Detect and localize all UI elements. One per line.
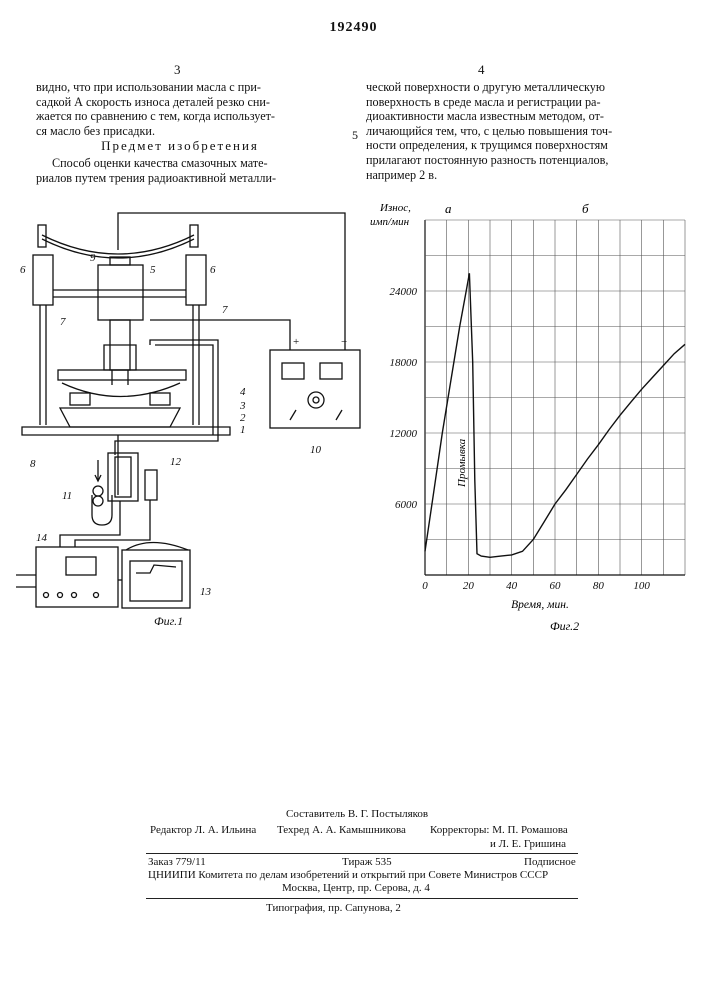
x-tick-label: 80 <box>593 580 605 592</box>
fig1-label-6b: 6 <box>210 264 216 276</box>
left-column-text: видно, что при использовании масла с при… <box>36 80 342 138</box>
fig1-label-3: 3 <box>239 400 246 412</box>
right-column-text: ческой поверхности о другую металлическу… <box>366 80 678 182</box>
column-6-left <box>33 255 53 305</box>
x-tick-label: 0 <box>422 580 428 592</box>
rotated-annotation: Промывка <box>456 438 468 488</box>
figure-2-caption: Фиг.2 <box>550 619 579 633</box>
wire-top <box>118 213 345 350</box>
text-line: личающийся тем, что, с целью повышения т… <box>366 124 678 139</box>
base-plate-8 <box>22 427 230 435</box>
chart-ylabel: Износ, <box>379 202 411 214</box>
power-supply-10 <box>270 350 360 428</box>
credit-tirazh: Тираж 535 <box>342 856 392 870</box>
fig1-label-13: 13 <box>200 586 212 598</box>
fig1-label-6a: 6 <box>20 264 26 276</box>
table-4 <box>58 370 186 380</box>
x-tick-label: 60 <box>550 580 562 592</box>
text-line: поверхность в среде масла и регистрации … <box>366 95 678 110</box>
x-tick-label: 100 <box>633 580 650 592</box>
recorder-13 <box>122 550 190 608</box>
figure-2-chart: 0 20 40 60 80 100 6000 12000 18000 24000 Износ, … <box>370 195 700 645</box>
margin-line-number: 5 <box>352 128 358 143</box>
x-tick-label: 20 <box>463 580 475 592</box>
phase-a-label: а <box>445 201 452 216</box>
text-line: ся масло без присадки. <box>36 124 342 139</box>
detector-12 <box>108 453 138 501</box>
fig1-label-7a: 7 <box>60 316 66 328</box>
fig1-minus: − <box>341 336 347 348</box>
fig1-label-1: 1 <box>240 424 246 436</box>
fig1-plus: + <box>293 336 299 348</box>
credit-organization: ЦНИИПИ Комитета по делам изобретений и о… <box>148 869 548 883</box>
y-tick-label: 12000 <box>390 428 418 440</box>
text-line: прилагают постоянную разность потенциало… <box>366 153 678 168</box>
fig1-label-11: 11 <box>62 490 72 502</box>
credit-corrector2: и Л. Е. Гришина <box>490 838 566 852</box>
fig1-label-8: 8 <box>30 458 36 470</box>
fig1-label-9: 9 <box>90 252 96 264</box>
text-line: Способ оценки качества смазочных мате- <box>36 156 342 171</box>
section-heading: Предмет изобретения <box>70 138 290 154</box>
credit-techred: Техред А. А. Камышникова <box>277 824 406 838</box>
column-number-right: 4 <box>478 62 485 78</box>
text-line: садкой А скорость износа деталей резко с… <box>36 95 342 110</box>
block-5 <box>98 265 143 320</box>
credit-editor: Редактор Л. А. Ильина <box>150 824 256 838</box>
claim-text: Способ оценки качества смазочных мате- р… <box>36 156 342 185</box>
text-line: жается по сравнению с тем, когда использ… <box>36 109 342 124</box>
credit-correctors: Корректоры: М. П. Ромашова <box>430 824 568 838</box>
text-line: риалов путем трения радиоактивной металл… <box>36 171 342 186</box>
chart-grid <box>425 220 685 575</box>
credit-subscription: Подписное <box>524 856 576 870</box>
chart-ylabel-unit: имп/мин <box>370 216 410 228</box>
text-line: например 2 в. <box>366 168 678 183</box>
fig1-label-5: 5 <box>150 264 156 276</box>
patent-number: 192490 <box>0 20 707 36</box>
fig1-label-4: 4 <box>240 386 246 398</box>
y-tick-label: 18000 <box>390 357 418 369</box>
divider <box>146 853 578 854</box>
credit-printer: Типография, пр. Сапунова, 2 <box>266 902 401 916</box>
figure-1-caption: Фиг.1 <box>154 614 183 628</box>
column-6-right <box>186 255 206 305</box>
credit-order: Заказ 779/11 <box>148 856 206 870</box>
text-line: диоактивности масла известным методом, о… <box>366 109 678 124</box>
text-line: видно, что при использовании масла с при… <box>36 80 342 95</box>
y-tick-label: 6000 <box>395 499 418 511</box>
credit-address: Москва, Центр, пр. Серова, д. 4 <box>282 882 430 896</box>
fig1-label-2: 2 <box>240 412 246 424</box>
text-line: ности определения, к трущимся поверхност… <box>366 138 678 153</box>
fig1-label-10: 10 <box>310 444 322 456</box>
fig1-label-14: 14 <box>36 532 48 544</box>
counter-14 <box>36 547 118 607</box>
chart-ylabel-line1: Износ, имп/мин <box>370 202 414 228</box>
y-tick-label: 24000 <box>390 286 418 298</box>
phase-b-label: б <box>582 201 589 216</box>
text-line: ческой поверхности о другую металлическу… <box>366 80 678 95</box>
fig1-label-12: 12 <box>170 456 182 468</box>
divider <box>146 898 578 899</box>
x-tick-label: 40 <box>506 580 518 592</box>
fig1-label-7b: 7 <box>222 304 228 316</box>
column-number-left: 3 <box>174 62 181 78</box>
figure-1-apparatus: 1 2 3 4 5 6 6 7 7 8 9 10 11 12 13 14 + −… <box>0 195 370 665</box>
credit-compiler: Составитель В. Г. Постыляков <box>286 808 428 822</box>
chart-xlabel: Время, мин. <box>511 599 569 611</box>
